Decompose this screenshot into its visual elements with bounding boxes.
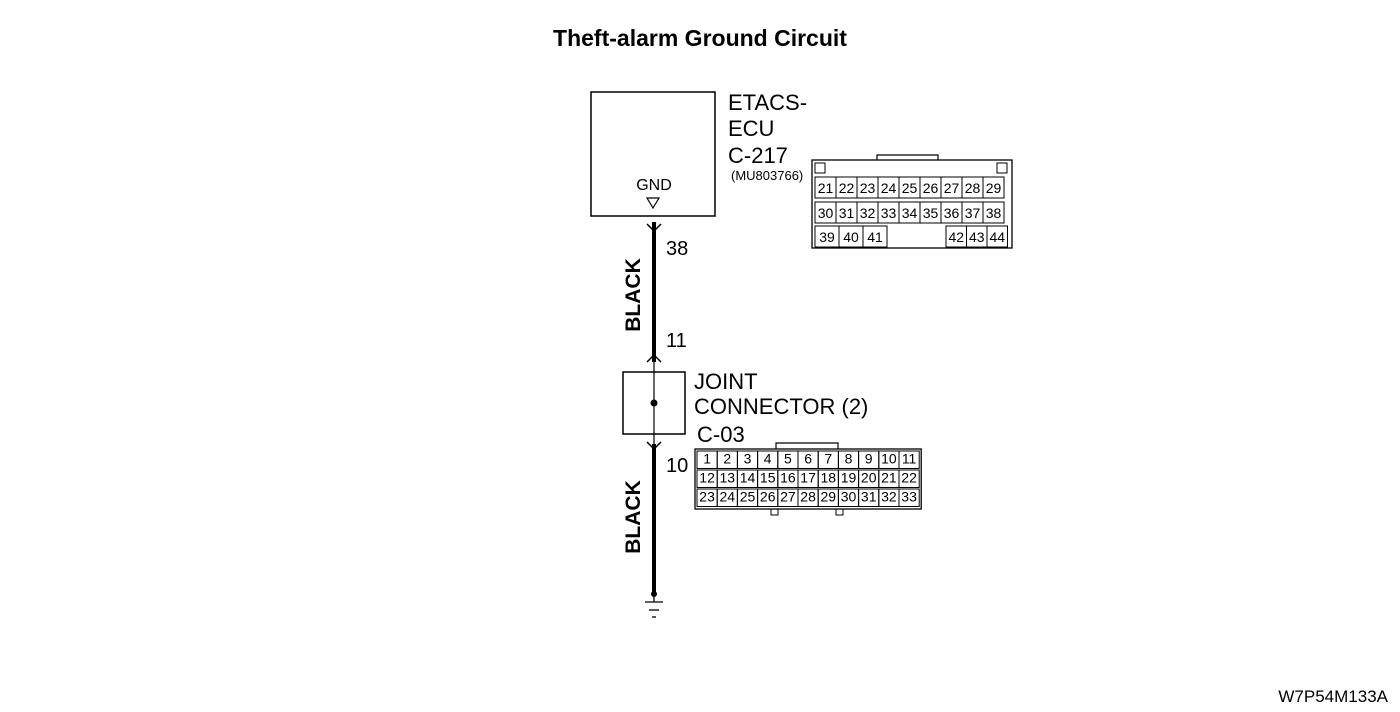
lower-wire-color: BLACK bbox=[622, 480, 645, 554]
c03-pin-3: 3 bbox=[744, 451, 752, 467]
c03-pin-2: 2 bbox=[723, 451, 731, 467]
c217-pin-34: 34 bbox=[902, 205, 918, 221]
c217-pin-37: 37 bbox=[965, 205, 981, 221]
c03-pin-22-cell bbox=[898, 469, 920, 488]
c217-pin-35: 35 bbox=[923, 205, 939, 221]
upper-wire-pin-bottom: 11 bbox=[666, 330, 687, 352]
c217-connector-face: 21 22 23 24 25 26 27 28 29 30 31 32 33 34 35 36 37 38 39 40… bbox=[811, 154, 1013, 249]
c217-pin-32: 32 bbox=[860, 205, 876, 221]
c217-pin-26: 26 bbox=[923, 180, 939, 196]
c03-pin-13: 13 bbox=[720, 470, 736, 486]
c217-pin-29-cell bbox=[982, 176, 1005, 199]
figure-code: W7P54M133A bbox=[1278, 687, 1388, 706]
upper-wire-top-chevron-icon bbox=[646, 223, 662, 233]
c03-pin-31: 31 bbox=[861, 489, 877, 505]
c217-pin-27: 27 bbox=[944, 180, 960, 196]
c03-pin-7: 7 bbox=[824, 451, 832, 467]
c03-pin-25: 25 bbox=[740, 489, 756, 505]
c217-pin-29: 29 bbox=[986, 180, 1002, 196]
c03-pin-6: 6 bbox=[804, 451, 812, 467]
upper-wire-color: BLACK bbox=[622, 258, 645, 332]
joint-connector-code: C-03 bbox=[697, 422, 745, 447]
lower-wire-pin-top: 10 bbox=[666, 455, 688, 477]
c217-pin-22: 22 bbox=[839, 180, 855, 196]
ecu-connector-code: C-217 bbox=[728, 143, 788, 168]
c03-pin-22: 22 bbox=[901, 470, 917, 486]
diagram-title: Theft-alarm Ground Circuit bbox=[553, 25, 847, 51]
c217-pin-41-cell bbox=[862, 225, 888, 248]
c217-pin-38-cell bbox=[982, 201, 1005, 224]
c217-pin-38: 38 bbox=[986, 205, 1002, 221]
c217-pin-42: 42 bbox=[948, 229, 964, 245]
lower-wire-top-chevron-icon bbox=[646, 441, 662, 451]
ecu-part-number: (MU803766) bbox=[731, 168, 803, 183]
c217-pin-31: 31 bbox=[839, 205, 855, 221]
c03-pin-12: 12 bbox=[699, 470, 715, 486]
c03-pin-10: 10 bbox=[881, 451, 897, 467]
ground-symbol-icon bbox=[645, 591, 663, 618]
c217-pin-21: 21 bbox=[818, 180, 834, 196]
c217-pin-28: 28 bbox=[965, 180, 981, 196]
c03-pin-8: 8 bbox=[845, 451, 853, 467]
c03-pin-4: 4 bbox=[764, 451, 772, 467]
c217-pin-41: 41 bbox=[867, 229, 883, 245]
c217-pin-25: 25 bbox=[902, 180, 918, 196]
c03-pin-20: 20 bbox=[861, 470, 877, 486]
c03-pin-29: 29 bbox=[821, 489, 837, 505]
c217-pin-40: 40 bbox=[843, 229, 859, 245]
c03-pin-33: 33 bbox=[901, 489, 917, 505]
c03-pin-15: 15 bbox=[760, 470, 776, 486]
ecu-name-line1: ETACS- bbox=[728, 90, 807, 115]
etacs-ecu-box bbox=[590, 91, 716, 217]
c03-pin-5: 5 bbox=[784, 451, 792, 467]
upper-wire-bottom-chevron-icon bbox=[646, 353, 662, 363]
c03-pin-28: 28 bbox=[800, 489, 816, 505]
c03-pin-33-cell bbox=[898, 488, 920, 507]
c217-pin-23: 23 bbox=[860, 180, 876, 196]
c03-pin-9: 9 bbox=[865, 451, 873, 467]
joint-name-line1: JOINT bbox=[694, 369, 758, 394]
c03-pin-11: 11 bbox=[902, 451, 917, 467]
c217-pin-44-cell bbox=[986, 225, 1008, 248]
c03-pin-21: 21 bbox=[881, 470, 897, 486]
ecu-gnd-label: GND bbox=[636, 177, 672, 194]
c03-pin-19: 19 bbox=[841, 470, 857, 486]
joint-name-line2: CONNECTOR (2) bbox=[694, 394, 868, 419]
c217-pin-33: 33 bbox=[881, 205, 897, 221]
c217-pin-30: 30 bbox=[818, 205, 834, 221]
ecu-name-line2: ECU bbox=[728, 116, 774, 141]
c03-pin-24: 24 bbox=[720, 489, 736, 505]
upper-wire-pin-top: 38 bbox=[666, 238, 688, 260]
c217-pin-43: 43 bbox=[969, 229, 985, 245]
c217-pin-39: 39 bbox=[819, 229, 835, 245]
c03-pin-1: 1 bbox=[703, 451, 711, 467]
c03-pin-32: 32 bbox=[881, 489, 897, 505]
c03-pin-14: 14 bbox=[740, 470, 756, 486]
c03-pin-18: 18 bbox=[821, 470, 837, 486]
c03-pin-16: 16 bbox=[780, 470, 796, 486]
c03-pin-11-cell bbox=[898, 450, 920, 469]
c03-pin-26: 26 bbox=[760, 489, 776, 505]
c217-pin-36: 36 bbox=[944, 205, 960, 221]
joint-splice-dot bbox=[650, 399, 658, 407]
c217-pin-44: 44 bbox=[989, 229, 1005, 245]
c03-pin-23: 23 bbox=[699, 489, 715, 505]
c217-pin-24: 24 bbox=[881, 180, 897, 196]
c03-pin-30: 30 bbox=[841, 489, 857, 505]
ecu-gnd-arrow-icon bbox=[645, 197, 661, 210]
c03-pin-17: 17 bbox=[800, 470, 816, 486]
c03-pin-27: 27 bbox=[780, 489, 796, 505]
